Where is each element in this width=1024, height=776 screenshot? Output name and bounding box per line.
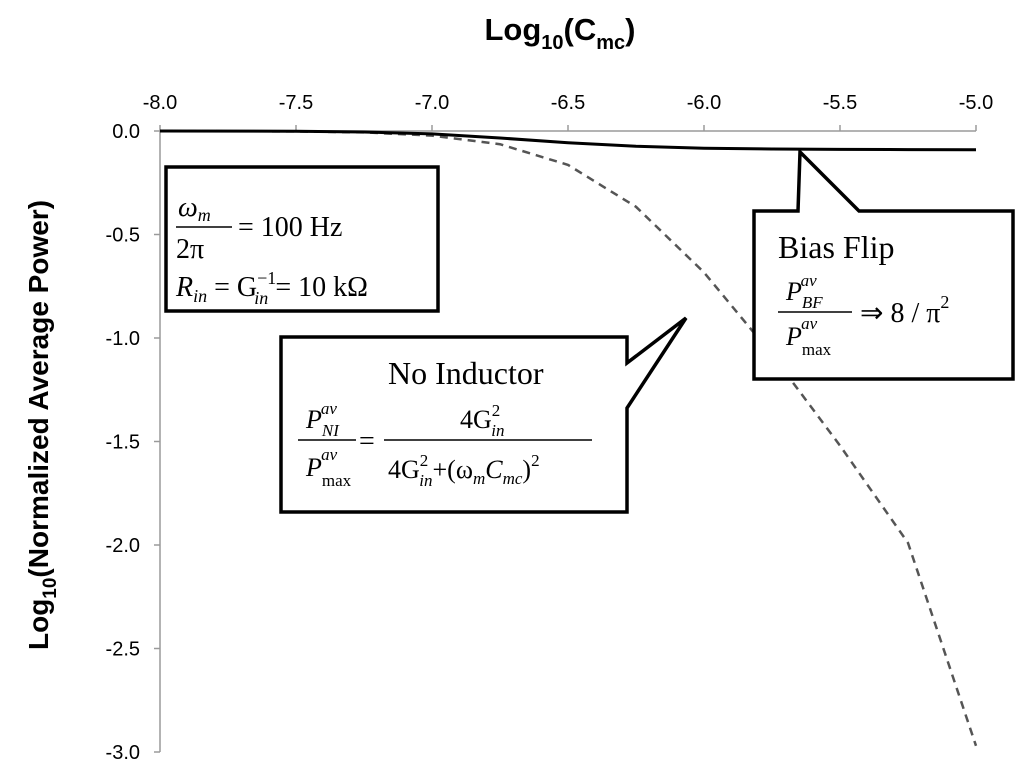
y-tick-label: -0.5 [106, 225, 140, 247]
bias-flip-denominator: Pmaxav [785, 314, 832, 359]
omega-label: ωm [178, 192, 211, 225]
no-inductor-denominator: Pmaxav [305, 445, 352, 490]
x-tick-label: -7.0 [415, 92, 449, 114]
x-tick-label: -5.5 [823, 92, 857, 114]
bias-flip-title: Bias Flip [778, 229, 894, 265]
y-ticks: 0.0 -0.5 -1.0 -1.5 -2.0 -2.5 -3.0 [106, 121, 160, 764]
y-tick-label: 0.0 [112, 121, 140, 143]
bias-flip-result: ⇒ 8 / π2 [860, 292, 949, 329]
frequency-value: = 100 Hz [238, 212, 342, 243]
x-tick-label: -6.0 [687, 92, 721, 114]
x-tick-label: -5.0 [959, 92, 993, 114]
no-inductor-numerator: PNIav [305, 399, 340, 440]
series-bias-flip-line [159, 129, 977, 152]
series-no-inductor-line [159, 129, 978, 747]
equals-sign: = [359, 426, 375, 457]
x-tick-label: -7.5 [279, 92, 313, 114]
x-tick-label: -8.0 [143, 92, 177, 114]
y-axis-title: Log10(Normalized Average Power) [23, 200, 61, 650]
bias-flip-numerator: PBFav [785, 271, 823, 312]
x-axis-title: Log10(Cmc) [484, 12, 635, 54]
bias-flip-callout: Bias Flip PBFav Pmaxav ⇒ 8 / π2 [752, 147, 1015, 381]
no-inductor-title: No Inductor [388, 355, 544, 391]
x-ticks: -8.0 -7.5 -7.0 -6.5 -6.0 -5.5 -5.0 [143, 92, 993, 131]
y-tick-label: -1.5 [106, 432, 140, 454]
y-tick-label: -2.5 [106, 639, 140, 661]
y-tick-label: -1.0 [106, 328, 140, 350]
y-tick-label: -3.0 [106, 742, 140, 764]
y-tick-label: -2.0 [106, 535, 140, 557]
two-pi-label: 2π [176, 234, 204, 265]
x-tick-label: -6.5 [551, 92, 585, 114]
